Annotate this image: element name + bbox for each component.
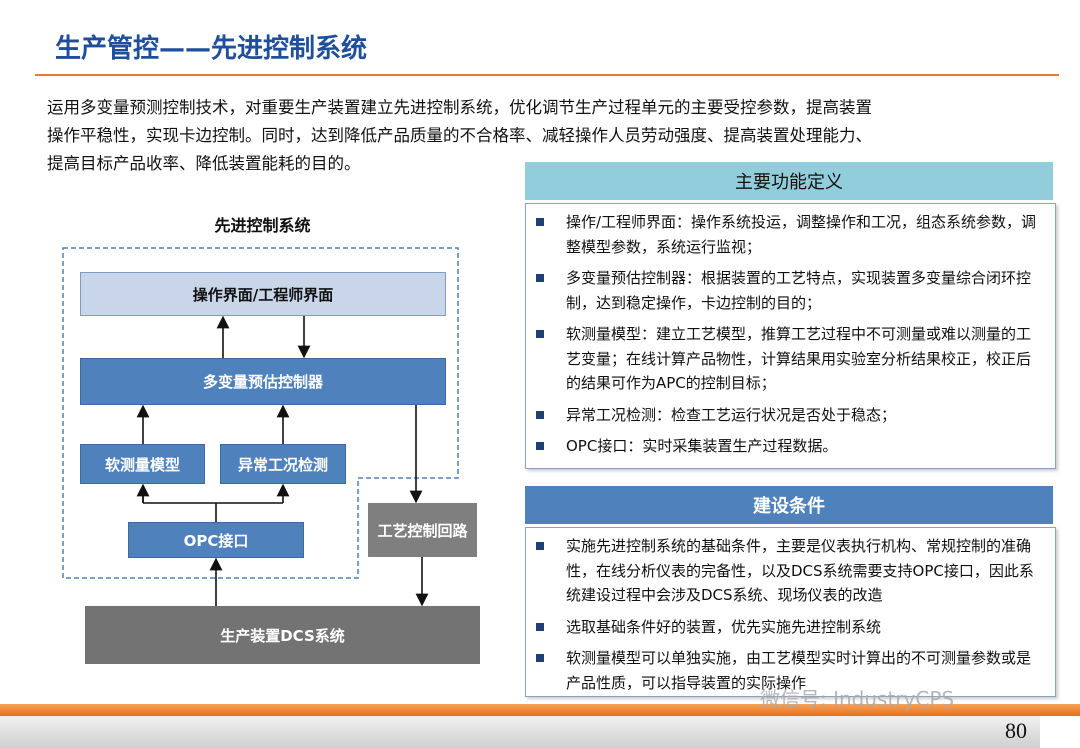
footer-bar bbox=[0, 716, 1040, 748]
title-divider bbox=[35, 74, 1059, 76]
diagram-title: 先进控制系统 bbox=[214, 216, 311, 235]
item-text: 软测量模型可以单独实施，由工艺模型实时计算出的不可测量参数或是产品性质，可以指导… bbox=[566, 649, 1032, 692]
opc-box: OPC接口 bbox=[128, 522, 304, 558]
item-text: 选取基础条件好的装置，优先实施先进控制系统 bbox=[566, 617, 882, 636]
list-item: 操作/工程师界面：操作系统投运，调整操作和工况，组态系统参数，调整模型参数，系统… bbox=[536, 210, 1041, 259]
process-loop-box: 工艺控制回路 bbox=[368, 503, 477, 557]
dcs-box: 生产装置DCS系统 bbox=[85, 606, 480, 664]
ui-box: 操作界面/工程师界面 bbox=[80, 272, 446, 316]
footer-band bbox=[0, 704, 1080, 716]
item-text: 实施先进控制系统的基础条件，主要是仪表执行机构、常规控制的准确性，在线分析仪表的… bbox=[566, 537, 1034, 604]
bullet-icon bbox=[536, 274, 544, 282]
bullet-icon bbox=[536, 622, 544, 631]
intro-line-2: 操作平稳性，实现卡边控制。同时，达到降低产品质量的不合格率、减轻操作人员劳动强度… bbox=[47, 126, 872, 145]
watermark: 微信号: IndustryCPS bbox=[760, 687, 955, 711]
list-item: 选取基础条件好的装置，优先实施先进控制系统 bbox=[536, 615, 1041, 640]
mpc-box: 多变量预估控制器 bbox=[80, 358, 446, 405]
bullet-icon bbox=[536, 542, 544, 550]
bullet-icon bbox=[536, 218, 544, 226]
list-item: 软测量模型可以单独实施，由工艺模型实时计算出的不可测量参数或是产品性质，可以指导… bbox=[536, 646, 1041, 695]
page-number: 80 bbox=[1005, 718, 1027, 743]
item-text: 多变量预估控制器：根据装置的工艺特点，实现装置多变量综合闭环控制，达到稳定操作，… bbox=[566, 269, 1032, 312]
bullet-icon bbox=[536, 654, 544, 662]
list-item: 实施先进控制系统的基础条件，主要是仪表执行机构、常规控制的准确性，在线分析仪表的… bbox=[536, 534, 1041, 608]
list-item: 软测量模型：建立工艺模型，推算工艺过程中不可测量或难以测量的工艺变量；在线计算产… bbox=[536, 322, 1041, 396]
item-text: 软测量模型：建立工艺模型，推算工艺过程中不可测量或难以测量的工艺变量；在线计算产… bbox=[566, 325, 1032, 392]
intro-line-1: 运用多变量预测控制技术，对重要生产装置建立先进控制系统，优化调节生产过程单元的主… bbox=[47, 98, 872, 117]
page-title: 生产管控——先进控制系统 bbox=[55, 34, 368, 64]
functions-panel: 操作/工程师界面：操作系统投运，调整操作和工况，组态系统参数，调整模型参数，系统… bbox=[525, 203, 1056, 469]
abnormal-detection-box: 异常工况检测 bbox=[220, 444, 346, 484]
bullet-icon bbox=[536, 442, 544, 450]
arrow-opc-to-models bbox=[142, 490, 283, 522]
item-text: 操作/工程师界面：操作系统投运，调整操作和工况，组态系统参数，调整模型参数，系统… bbox=[566, 213, 1037, 256]
bullet-icon bbox=[536, 330, 544, 338]
list-item: OPC接口：实时采集装置生产过程数据。 bbox=[536, 434, 1041, 459]
item-text: OPC接口：实时采集装置生产过程数据。 bbox=[566, 437, 838, 455]
functions-header: 主要功能定义 bbox=[525, 162, 1053, 200]
list-item: 异常工况检测：检查工艺运行状况是否处于稳态； bbox=[536, 403, 1041, 428]
item-text: 异常工况检测：检查工艺运行状况是否处于稳态； bbox=[566, 405, 897, 424]
intro-line-3: 提高目标产品收率、降低装置能耗的目的。 bbox=[47, 154, 361, 173]
dashed-boundary bbox=[62, 247, 459, 579]
soft-sensor-box: 软测量模型 bbox=[80, 444, 205, 484]
list-item: 多变量预估控制器：根据装置的工艺特点，实现装置多变量综合闭环控制，达到稳定操作，… bbox=[536, 266, 1041, 315]
bullet-icon bbox=[536, 410, 544, 419]
conditions-header: 建设条件 bbox=[525, 486, 1053, 524]
conditions-panel: 实施先进控制系统的基础条件，主要是仪表执行机构、常规控制的准确性，在线分析仪表的… bbox=[525, 527, 1056, 697]
